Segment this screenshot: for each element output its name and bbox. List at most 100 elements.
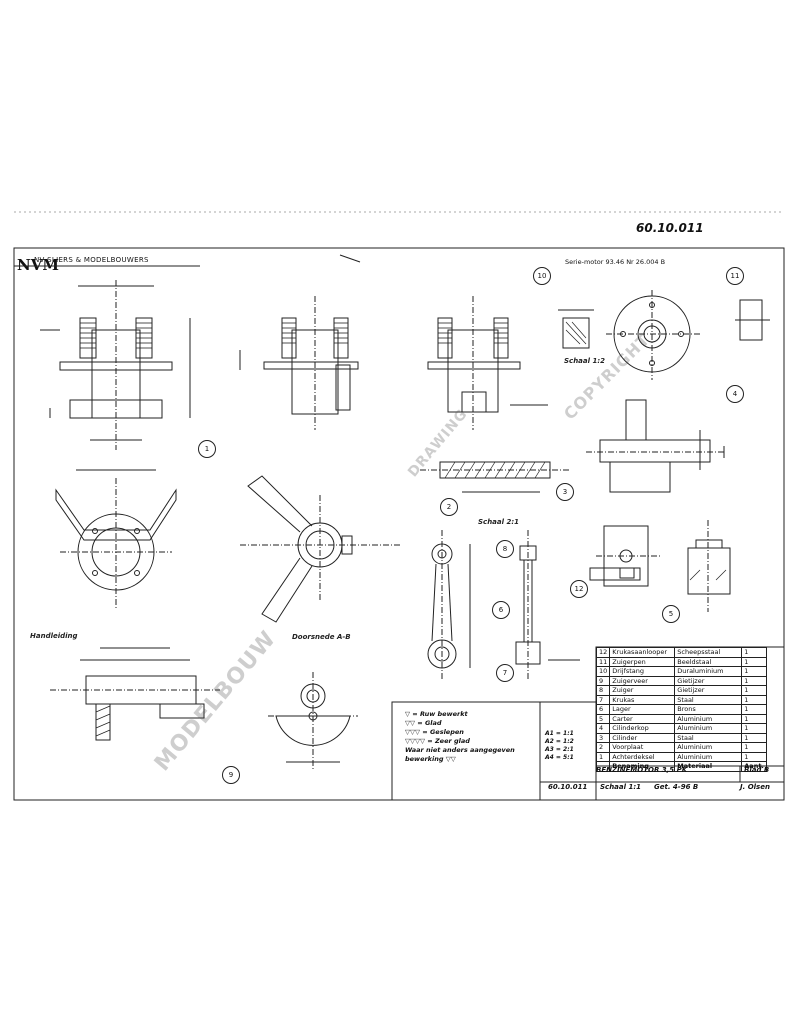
view-label-11: 11 xyxy=(726,267,744,285)
view-crankcase xyxy=(586,399,725,493)
part-name: Zuiger xyxy=(609,685,676,696)
view-label-1: 1 xyxy=(198,440,216,458)
part-qty: 1 xyxy=(741,656,767,667)
drawing-author: J. Olsen xyxy=(740,783,770,791)
part-name: Voorplaat xyxy=(609,742,676,753)
scale-list: A1 = 1:1 A2 = 1:2 A3 = 2:1 A4 = 5:1 xyxy=(545,730,574,762)
view-propeller-mount xyxy=(240,475,400,623)
drawing-scale: Schaal 1:1 xyxy=(600,783,641,791)
scale-line: A1 = 1:1 xyxy=(545,730,574,737)
part-name: Lager xyxy=(609,704,676,715)
part-qty: 1 xyxy=(741,704,767,715)
company-name: NV SLIERS & MODELBOUWERS xyxy=(34,256,149,264)
part-qty: 1 xyxy=(741,751,767,762)
view-connecting-rod xyxy=(427,530,471,680)
view-bracket xyxy=(268,672,358,770)
annotation-left: Handleiding xyxy=(30,632,78,640)
scale-note-1: Schaal 1:2 xyxy=(564,357,605,365)
sheet-number: Blad B xyxy=(744,766,770,774)
part-number: 10 xyxy=(595,666,611,677)
view-label-4: 4 xyxy=(726,385,744,403)
scale-line: A3 = 2:1 xyxy=(545,746,574,753)
drawing-title: BENZINEMOTOR 3,5 PK xyxy=(596,766,688,774)
legend-line: ▽▽▽▽ = Zeer glad xyxy=(405,737,470,745)
serial-number: Serie-motor 93.46 Nr 26.004 B xyxy=(565,258,666,266)
view-small-block xyxy=(558,309,594,349)
parts-footer-blank xyxy=(595,761,611,772)
legend-line: bewerking ▽▽ xyxy=(405,755,456,763)
part-material: Beeldstaal xyxy=(674,656,743,667)
part-material: Aluminium xyxy=(674,713,743,724)
scale-line: A2 = 1:2 xyxy=(545,738,574,745)
part-material: Aluminium xyxy=(674,723,743,734)
part-number: 9 xyxy=(595,675,611,686)
logo: NVM xyxy=(17,256,59,274)
part-material: Staal xyxy=(674,694,743,705)
part-qty: 1 xyxy=(741,713,767,724)
scale-line: A4 = 5:1 xyxy=(545,754,574,761)
view-label-9: 9 xyxy=(222,766,240,784)
part-number: 6 xyxy=(595,704,611,715)
part-number: 7 xyxy=(595,694,611,705)
view-label-5: 5 xyxy=(662,605,680,623)
part-material: Gietijzer xyxy=(674,685,743,696)
part-number: 5 xyxy=(595,713,611,724)
part-material: Staal xyxy=(674,732,743,743)
scale-note-2: Schaal 2:1 xyxy=(478,518,519,526)
part-name: Zuigerpen xyxy=(609,656,676,667)
view-cylinder-front xyxy=(40,280,191,450)
part-qty: 1 xyxy=(741,742,767,753)
drawing-number: Get. 4-96 B xyxy=(654,783,699,791)
part-number: 4 xyxy=(595,723,611,734)
section-note: Doorsnede A-B xyxy=(292,633,351,641)
part-number: 1 xyxy=(595,751,611,762)
part-name: Krukasaanlooper xyxy=(609,647,676,658)
drawing-date: 60.10.011 xyxy=(548,783,588,791)
part-qty: 1 xyxy=(741,675,767,686)
part-name: Cilinderkop xyxy=(609,723,676,734)
view-flange xyxy=(606,290,770,380)
part-name: Drijfstang xyxy=(609,666,676,677)
part-qty: 1 xyxy=(741,647,767,658)
legend-line: ▽▽ = Glad xyxy=(405,719,442,727)
view-label-6: 6 xyxy=(492,601,510,619)
view-label-8: 8 xyxy=(496,540,514,558)
part-material: Duraluminium xyxy=(674,666,743,677)
view-cylinder-rear xyxy=(427,296,548,430)
legend-line: Waar niet anders aangegeven xyxy=(405,746,515,754)
parts-footer-cell: Materiaal xyxy=(674,761,743,772)
surface-legend: ▽ = Ruw bewerkt ▽▽ = Glad ▽▽▽ = Geslepen… xyxy=(405,710,515,764)
part-name: Carter xyxy=(609,713,676,724)
part-material: Aluminium xyxy=(674,751,743,762)
parts-footer-cell: Aant. xyxy=(741,761,767,772)
view-cylinder-side xyxy=(239,296,359,430)
part-name: Zuigerveer xyxy=(609,675,676,686)
view-label-2: 2 xyxy=(440,498,458,516)
view-crankshaft xyxy=(420,461,570,493)
part-qty: 1 xyxy=(741,694,767,705)
part-name: Cilinder xyxy=(609,732,676,743)
part-name: Krukas xyxy=(609,694,676,705)
view-label-12: 12 xyxy=(570,580,588,598)
view-front-plate xyxy=(55,469,177,608)
part-qty: 1 xyxy=(741,732,767,743)
part-qty: 1 xyxy=(741,685,767,696)
part-material: Gietijzer xyxy=(674,675,743,686)
drawing-reference: 60.10.011 xyxy=(636,221,704,235)
part-number: 8 xyxy=(595,685,611,696)
